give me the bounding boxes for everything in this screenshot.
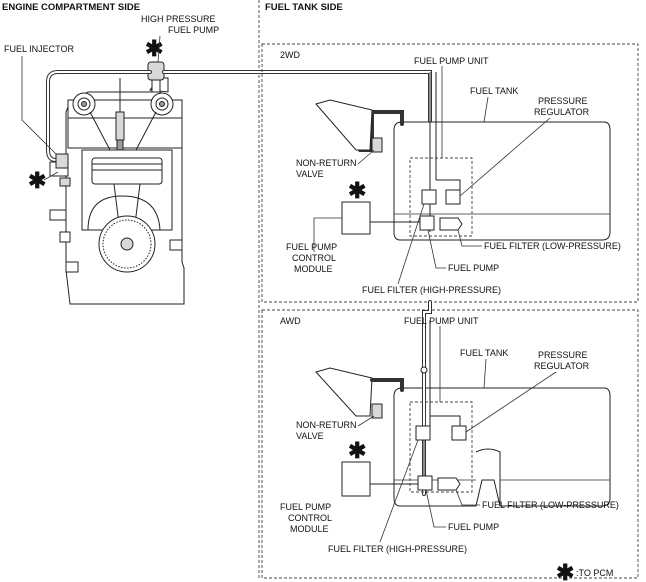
lp-filter-label-2wd: FUEL FILTER (LOW-PRESSURE)	[484, 241, 621, 251]
fuel-pump-control-module-awd	[341, 461, 371, 497]
control-module-label-3-awd: MODULE	[290, 524, 329, 534]
panel-2wd-title: 2WD	[280, 50, 301, 60]
fuel-pump-2wd	[419, 215, 435, 231]
pressure-regulator-label-2-awd: REGULATOR	[534, 361, 590, 371]
fuel-pump-unit-box-awd	[409, 401, 473, 493]
control-module-label-1-awd: FUEL PUMP	[280, 502, 331, 512]
panel-awd-title: AWD	[280, 316, 301, 326]
hp-pump-label-1: HIGH PRESSURE	[141, 14, 216, 24]
pressure-regulator-label-1-awd: PRESSURE	[538, 350, 588, 360]
tank-side-header: FUEL TANK SIDE	[265, 2, 343, 13]
non-return-valve-label-1-awd: NON-RETURN	[296, 420, 357, 430]
pressure-regulator-label-1-2wd: PRESSURE	[538, 96, 588, 106]
fuel-injector-label: FUEL INJECTOR	[4, 44, 75, 54]
non-return-valve-awd	[371, 403, 383, 419]
pcm-asterisk-hp-pump: ✱	[145, 36, 163, 61]
pcm-asterisk-module-2wd: ✱	[348, 178, 366, 203]
hp-filter-label-2wd: FUEL FILTER (HIGH-PRESSURE)	[362, 285, 501, 295]
filler-neck-awd	[315, 367, 373, 417]
fuel-pump-label-2wd: FUEL PUMP	[448, 263, 499, 273]
control-module-label-2-awd: CONTROL	[288, 513, 332, 523]
engine-side-header: ENGINE COMPARTMENT SIDE	[2, 2, 140, 13]
lp-filter-awd	[437, 477, 461, 491]
fuel-tank-awd	[393, 387, 611, 507]
lp-filter-2wd	[439, 217, 463, 231]
hp-filter-awd	[415, 425, 431, 441]
fuel-pump-unit-box-2wd	[409, 157, 473, 237]
fuel-pump-awd	[417, 475, 433, 491]
legend-asterisk: ✱	[556, 560, 574, 582]
fuel-tank-label-awd: FUEL TANK	[460, 348, 508, 358]
pressure-regulator-awd	[451, 425, 467, 441]
pressure-regulator-2wd	[445, 189, 461, 205]
hp-pump-label-2: FUEL PUMP	[168, 25, 219, 35]
control-module-label-1-2wd: FUEL PUMP	[286, 242, 337, 252]
control-module-label-2-2wd: CONTROL	[292, 253, 336, 263]
fuel-pump-unit-label-awd: FUEL PUMP UNIT	[404, 316, 479, 326]
fuel-pump-control-module-2wd	[341, 201, 371, 235]
non-return-valve-label-2-awd: VALVE	[296, 431, 324, 441]
lp-filter-label-awd: FUEL FILTER (LOW-PRESSURE)	[482, 500, 619, 510]
fuel-tank-label-2wd: FUEL TANK	[470, 86, 518, 96]
fuel-tank-2wd	[393, 121, 611, 241]
hp-filter-2wd	[421, 189, 437, 205]
panel-awd: AWD ✱ FUEL PUMP UNIT FUEL TANK PRESSUR	[261, 300, 639, 579]
injector-connector	[55, 153, 69, 169]
fuel-pump-unit-label-2wd: FUEL PUMP UNIT	[414, 56, 489, 66]
legend-text: :TO PCM	[576, 568, 613, 578]
non-return-valve-label-2-2wd: VALVE	[296, 169, 324, 179]
pcm-asterisk-injector: ✱	[28, 168, 46, 193]
control-module-label-3-2wd: MODULE	[294, 264, 333, 274]
fuel-pump-label-awd: FUEL PUMP	[448, 522, 499, 532]
panel-2wd: 2WD ✱ FUEL PUMP UNIT FUEL TANK PRESSURE …	[261, 43, 639, 303]
non-return-valve-label-1-2wd: NON-RETURN	[296, 158, 357, 168]
hp-filter-label-awd: FUEL FILTER (HIGH-PRESSURE)	[328, 544, 467, 554]
engine-assembly	[49, 77, 185, 305]
pressure-regulator-label-2-2wd: REGULATOR	[534, 107, 590, 117]
non-return-valve-2wd	[371, 137, 383, 153]
pcm-asterisk-module-awd: ✱	[348, 438, 366, 463]
